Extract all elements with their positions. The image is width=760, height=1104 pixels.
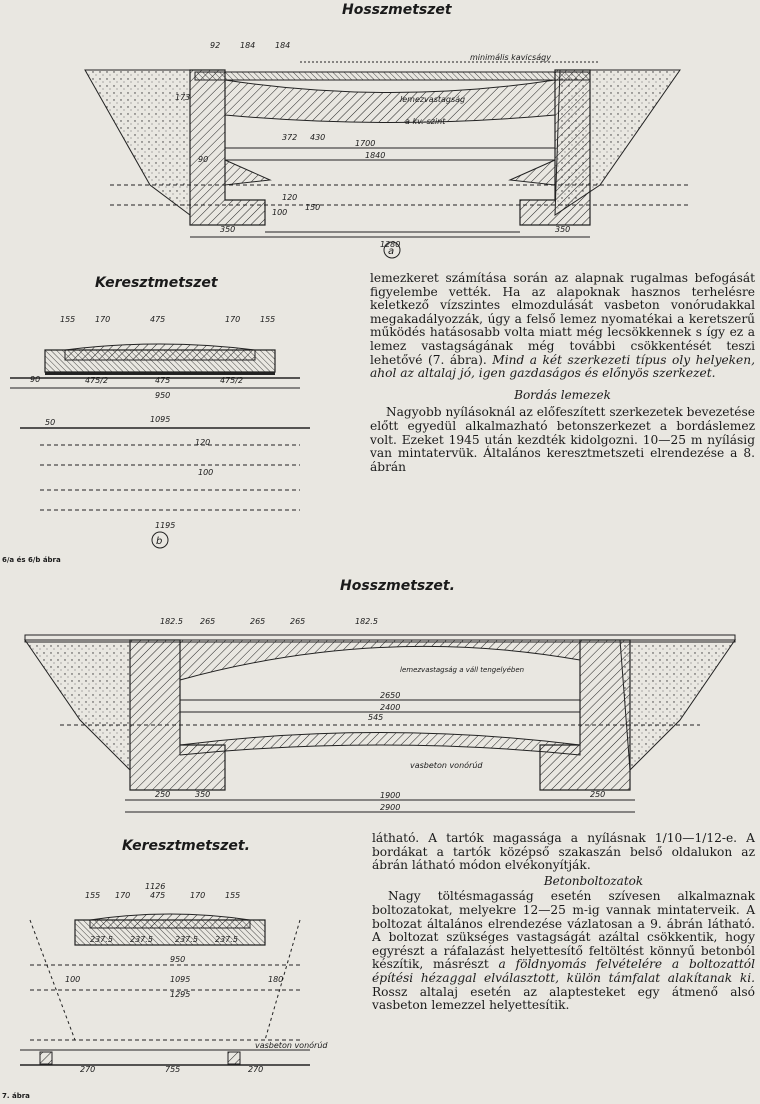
fig-d-dim-top-4: 170: [190, 891, 205, 900]
fig-c-dim-2650: 2650: [380, 691, 400, 700]
text-2-paragraph-2: Nagy töltésmagasság esetén szívesen alka…: [372, 889, 755, 1013]
fig-c-dim-top-3: 265: [250, 617, 265, 626]
text-2-paragraph-1: látható. A tartók magassága a nyílásnak …: [372, 831, 755, 873]
fig-d-dim-237-4: 237.5: [215, 935, 238, 944]
fig-d-dim-top-5: 155: [225, 891, 240, 900]
fig-d-dim-237-1: 237.5: [90, 935, 113, 944]
fig-b-dim-top-4: 170: [225, 315, 240, 324]
fig-c-dim-top-4: 265: [290, 617, 305, 626]
fig-a-dim-1840: 1840: [365, 151, 385, 160]
fig-a-dim-100: 100: [272, 208, 287, 217]
fig-b-mark: b: [156, 536, 162, 547]
fig-b-caption: 6/a és 6/b ábra: [2, 556, 61, 564]
fig-b-dim-950: 950: [155, 391, 170, 400]
fig-a-label-level: a kv.-szint: [405, 117, 446, 126]
fig-b-dim-half-right: 475/2: [220, 376, 243, 385]
fig-c-dim-545: 545: [368, 713, 383, 722]
text-1-heading: Bordás lemezek: [514, 387, 611, 402]
fig-b-dim-50: 50: [45, 418, 55, 427]
fig-d-title: Keresztmetszet.: [122, 838, 250, 854]
fig-a-mark: a: [388, 246, 394, 257]
fig-c-title: Hosszmetszet.: [340, 578, 455, 594]
fig-b-dim-top-2: 170: [95, 315, 110, 324]
fig-a-dim-120: 120: [282, 193, 297, 202]
fig-c-dim-1900: 1900: [380, 791, 400, 800]
fig-d-dim-950: 950: [170, 955, 185, 964]
fig-c-drawing: 182.5 265 265 265 182.5 lemezvastagság a…: [24, 617, 736, 813]
fig-b-dim-90: 90: [30, 375, 40, 384]
fig-b-dim-1195: 1195: [155, 521, 175, 530]
fig-c-dim-350: 350: [195, 790, 210, 799]
fig-a-label-gravel: minimális kavicságy: [470, 53, 551, 62]
fig-d-dim-1095: 1095: [170, 975, 190, 984]
fig-a-dim-150: 150: [305, 203, 320, 212]
fig-a-drawing: 92 184 184 minimális kavicságy lemezvast…: [84, 41, 690, 259]
fig-a-dim-top-1: 92: [210, 41, 220, 50]
fig-a-dim-350-left: 350: [220, 225, 235, 234]
fig-c-dim-top-1: 182.5: [160, 617, 183, 626]
fig-b-title: Keresztmetszet: [95, 275, 218, 291]
fig-b-dim-120: 120: [195, 438, 210, 447]
text-2-heading: Betonboltozatok: [543, 873, 644, 888]
fig-d-label-tie-rod: vasbeton vonórúd: [255, 1040, 328, 1050]
fig-d-caption: 7. ábra: [2, 1092, 30, 1100]
text-1-paragraph-1: lemezkeret számítása során az alapnak ru…: [370, 271, 755, 381]
fig-a-label-thickness: lemezvastagság: [400, 95, 465, 104]
fig-b-dim-100: 100: [198, 468, 213, 477]
fig-d-dim-237-3: 237.5: [175, 935, 198, 944]
fig-d-dim-top-1: 155: [85, 891, 100, 900]
fig-c-dim-250-right: 250: [590, 790, 605, 799]
fig-c-dim-250-left: 250: [155, 790, 170, 799]
fig-a-dim-430: 430: [310, 133, 325, 142]
fig-c-dim-2400: 2400: [380, 703, 400, 712]
fig-d-dim-100: 100: [65, 975, 80, 984]
fig-d-dim-237-2: 237.5: [130, 935, 153, 944]
fig-b-dim-top-1: 155: [60, 315, 75, 324]
fig-a-title: Hosszmetszet: [342, 2, 452, 18]
fig-b-drawing: 155 170 475 170 155 475/2 475 475/2 950 …: [10, 315, 310, 549]
fig-a-dim-173: 173: [175, 93, 190, 102]
text-block-2: látható. A tartók magassága a nyílásnak …: [372, 831, 755, 1013]
fig-a-dim-1280: 1280: [380, 240, 400, 249]
fig-a-dim-top-3: 184: [275, 41, 290, 50]
fig-b-dim-top-5: 155: [260, 315, 275, 324]
fig-d-dim-180: 180: [268, 975, 283, 984]
fig-b-dim-1095: 1095: [150, 415, 170, 424]
fig-c-dim-2900: 2900: [380, 803, 400, 812]
fig-d-dim-1126: 1126: [145, 882, 165, 891]
fig-c-label-tie-rod: vasbeton vonórúd: [410, 760, 483, 770]
fig-a-dim-372: 372: [282, 133, 297, 142]
fig-b-dim-top-3: 475: [150, 315, 165, 324]
fig-c-dim-top-2: 265: [200, 617, 215, 626]
fig-d-dim-270-left: 270: [80, 1065, 95, 1074]
fig-d-dim-1295: 1295: [170, 990, 190, 999]
fig-c-dim-top-5: 182.5: [355, 617, 378, 626]
fig-d-dim-top-2: 170: [115, 891, 130, 900]
fig-c-label-thickness: lemezvastagság a váll tengelyében: [400, 666, 524, 674]
text-block-1: lemezkeret számítása során az alapnak ru…: [370, 271, 755, 474]
fig-b-dim-half-left: 475/2: [85, 376, 108, 385]
fig-a-dim-top-2: 184: [240, 41, 255, 50]
fig-b-dim-475: 475: [155, 376, 170, 385]
fig-d-dim-top-3: 475: [150, 891, 165, 900]
fig-a-dim-350-right: 350: [555, 225, 570, 234]
fig-a-dim-1700: 1700: [355, 139, 375, 148]
fig-d-dim-755: 755: [165, 1065, 180, 1074]
fig-d-dim-270-right: 270: [248, 1065, 263, 1074]
fig-a-dim-90: 90: [198, 155, 208, 164]
text-1-paragraph-2: Nagyobb nyílásoknál az előfeszített szer…: [370, 405, 755, 474]
